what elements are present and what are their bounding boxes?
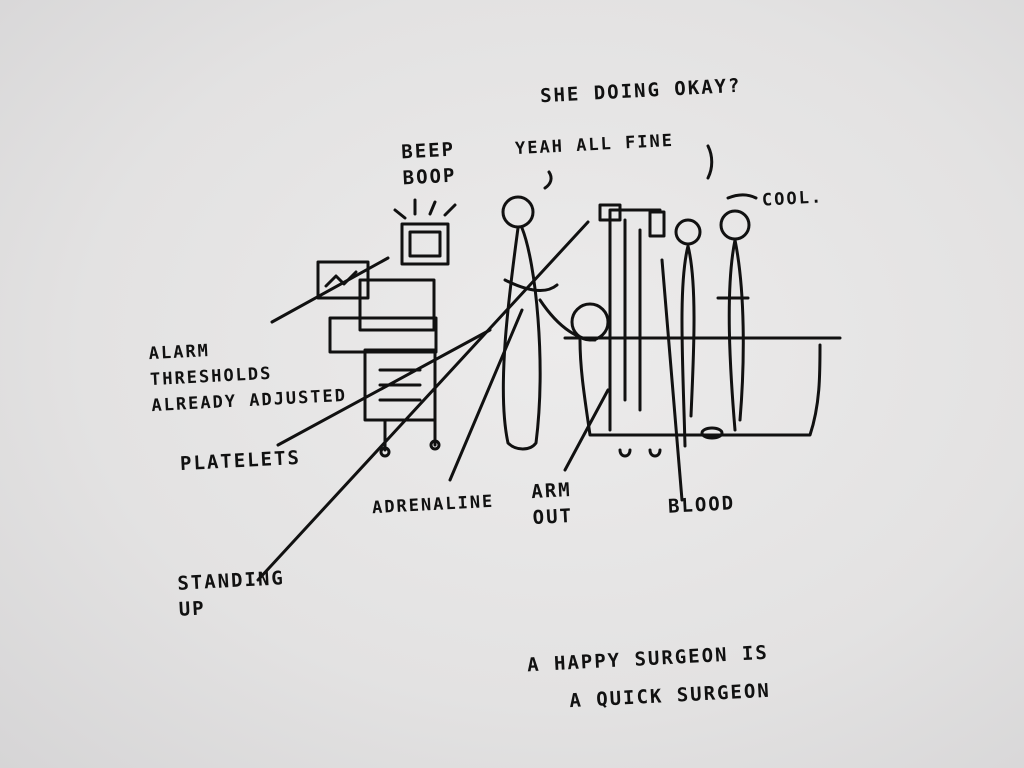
drip-stand bbox=[598, 203, 666, 432]
speech-reply: COOL. bbox=[761, 187, 824, 211]
label-standing-up: STANDING UP bbox=[176, 567, 286, 621]
speech-monitor-beep: BEEP BOOP bbox=[400, 138, 457, 190]
anaesthetist-head bbox=[501, 195, 535, 229]
surgeon-1-head bbox=[674, 218, 702, 246]
label-alarm-thresholds: ALARM THRESHOLDS ALREADY ADJUSTED bbox=[148, 340, 348, 417]
anaesthetic-machine bbox=[358, 278, 436, 332]
label-blood: BLOOD bbox=[667, 492, 736, 518]
surgeon-2-head bbox=[719, 209, 751, 241]
caption: A HAPPY SURGEON IS A QUICK SURGEON bbox=[526, 641, 772, 715]
label-arm-out: ARM OUT bbox=[530, 478, 574, 530]
operating-table bbox=[563, 336, 842, 437]
monitor-top bbox=[400, 222, 450, 266]
